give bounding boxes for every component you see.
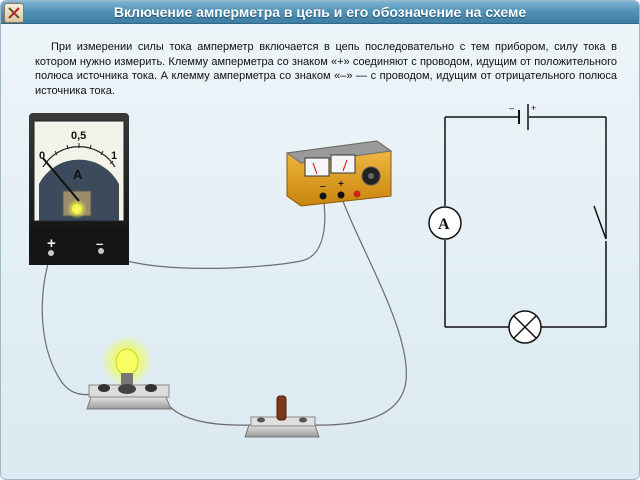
schematic-ammeter-label: A [438, 216, 450, 233]
schematic-battery-minus: – [509, 103, 514, 113]
explanation-text: При измерении силы тока амперметр включа… [35, 41, 617, 97]
lamp-device[interactable] [86, 335, 172, 410]
ammeter-terminal-plus [48, 250, 54, 256]
ammeter-terminal-minus [98, 248, 104, 254]
ammeter-needle [42, 157, 80, 202]
supply-terminal-plus [337, 191, 345, 199]
ammeter-scale-1: 1 [111, 150, 117, 162]
supply-terminal-minus-label: – [320, 181, 326, 192]
title-bar [1, 1, 639, 24]
wire-supply-to-switch [310, 195, 407, 426]
ammeter-scale-0: 0 [39, 150, 45, 162]
tools-icon [8, 7, 20, 19]
wire-ammeter-minus-to-supply [100, 195, 326, 269]
tools-button[interactable] [4, 3, 24, 23]
supply-terminal-minus [319, 192, 327, 200]
ammeter-device[interactable]: 0 0,5 1 A + – [29, 113, 129, 265]
power-supply[interactable]: – + [285, 140, 393, 207]
schematic-switch-symbol [593, 205, 607, 240]
wire-lamp-to-switch [160, 392, 252, 426]
ammeter-unit-label: A [73, 167, 83, 182]
schematic-ammeter-symbol [428, 206, 462, 240]
ammeter-terminal-plus-label: + [47, 235, 56, 252]
page-title: Включение амперметра в цепь и его обозна… [113, 4, 527, 20]
schematic-battery-plus: + [531, 103, 536, 113]
circuit-schematic [428, 104, 607, 344]
supply-terminal-plus-label: + [338, 179, 344, 190]
switch-device[interactable] [244, 395, 320, 438]
ammeter-scale-0-5: 0,5 [71, 130, 86, 142]
ammeter-terminal-minus-label: – [96, 236, 103, 251]
wire-ammeter-plus-to-lamp [41, 252, 97, 396]
